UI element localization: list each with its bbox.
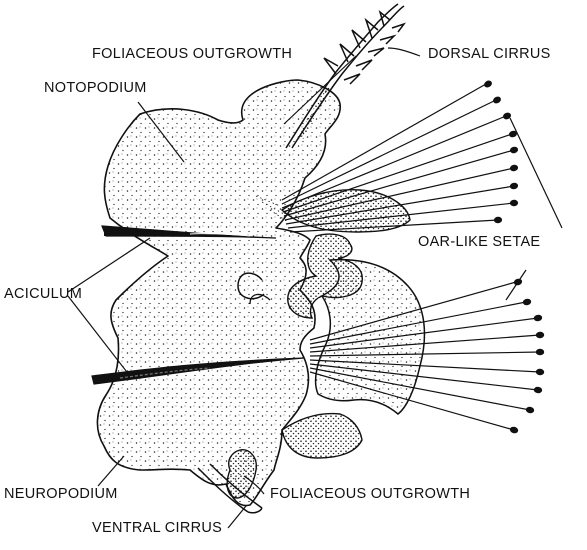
label-dorsal-cirrus: DORSAL CIRRUS bbox=[428, 46, 551, 62]
label-foliaceous-outgrowth-bottom: FOLIACEOUS OUTGROWTH bbox=[270, 486, 470, 502]
label-notopodium: NOTOPODIUM bbox=[44, 80, 147, 96]
label-aciculum: ACICULUM bbox=[4, 286, 82, 302]
lower-foliaceous-lobe bbox=[282, 414, 362, 458]
label-ventral-cirrus: VENTRAL CIRRUS bbox=[92, 520, 222, 536]
label-oar-like-setae: OAR-LIKE SETAE bbox=[418, 234, 540, 250]
label-foliaceous-outgrowth-top: FOLIACEOUS OUTGROWTH bbox=[92, 46, 292, 62]
label-neuropodium: NEUROPODIUM bbox=[4, 486, 118, 502]
